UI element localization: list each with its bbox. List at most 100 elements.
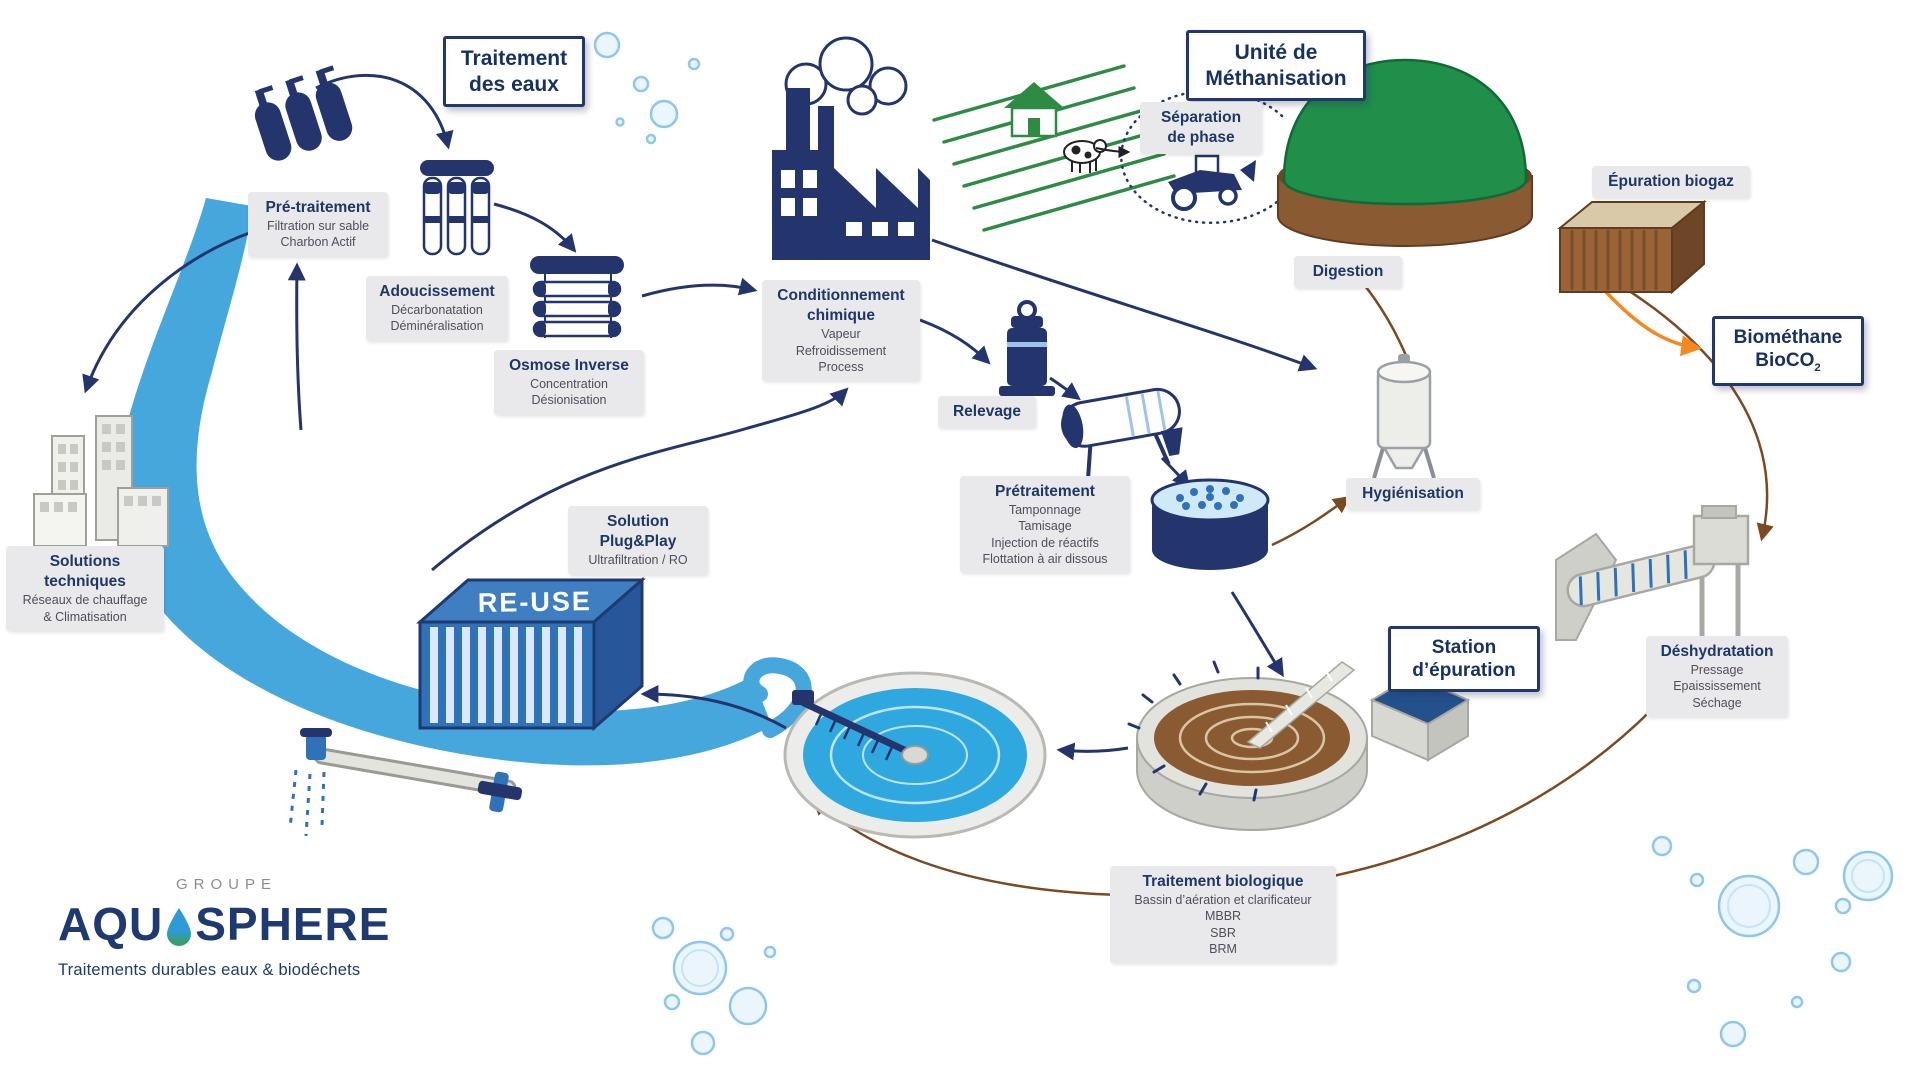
title-line: BioCO2 — [1725, 349, 1851, 376]
irrigation-pipe-icon — [288, 728, 523, 837]
arrow-reuse-to-conditionnement — [431, 387, 849, 572]
title-line: Station — [1431, 637, 1497, 658]
scraper-rakes — [814, 711, 894, 761]
spray-dashes — [288, 769, 326, 837]
title-line: Biométhane — [1733, 327, 1843, 348]
card-line: Pressage — [1690, 663, 1744, 678]
card-title: Solutions — [49, 553, 121, 570]
logo-groupe-text: GROUPE — [176, 876, 278, 893]
arrow-basin-to-clarifier — [1056, 742, 1129, 761]
farm-house-icon — [1004, 82, 1064, 138]
card-line: Refroidissement — [795, 343, 887, 358]
arrow-relevage-to-drum — [1049, 376, 1081, 401]
card-title: Osmose Inverse — [509, 357, 629, 374]
card-line: Tamisage — [1018, 519, 1072, 534]
label-separation-de-phase: Séparation de phase — [1140, 102, 1262, 155]
brand-logo: GROUPE AQU SPHERE Traitements durables e… — [58, 876, 438, 980]
softener-filters-icon — [420, 160, 494, 256]
card-title: Traitement biologique — [1142, 873, 1304, 890]
card-line: Tamponnage — [1008, 503, 1082, 518]
card-line: Flottation à air dissous — [982, 551, 1108, 566]
reverse-osmosis-icon — [530, 256, 624, 338]
factory-icon — [772, 36, 930, 260]
bioco2-base: BioCO — [1755, 350, 1815, 372]
card-title: Prétraitement — [995, 483, 1095, 500]
card-line: SBR — [1210, 925, 1236, 940]
card-title: Digestion — [1312, 263, 1384, 280]
title-line: Traitement — [460, 47, 568, 70]
screw-flights — [1578, 550, 1688, 606]
card-title: Relevage — [952, 403, 1022, 420]
rim-posts — [1127, 660, 1260, 802]
title-line: d’épuration — [1412, 660, 1516, 682]
arrow-clarifier-to-reuse — [640, 685, 787, 730]
label-deshydratation: Déshydratation Pressage Epaississement S… — [1646, 636, 1788, 717]
arrow-factory-to-methanisation — [931, 238, 1318, 372]
bubbles-bottom-right — [1651, 835, 1894, 1048]
card-title: Déshydratation — [1660, 643, 1774, 660]
title-traitement-des-eaux: Traitement des eaux — [443, 36, 585, 108]
card-line: BRM — [1209, 941, 1237, 956]
arrow-flottation-to-basin — [1230, 591, 1284, 678]
arrow-biogaz-to-biomethane — [1604, 290, 1703, 357]
arrow-to-solutions-techniques — [82, 230, 253, 394]
label-pre-traitement: Pré-traitement Filtration sur sable Char… — [248, 192, 388, 257]
arrow-adoucissement-to-osmose — [493, 202, 577, 253]
card-line: Concentration — [530, 377, 608, 392]
card-line: Séchage — [1692, 695, 1742, 710]
arrow-river-to-pretraitement — [287, 262, 306, 431]
bubbles-top — [593, 31, 701, 145]
card-title: techniques — [44, 573, 126, 591]
title-line: Méthanisation — [1205, 66, 1347, 90]
card-title: Épuration biogaz — [1608, 173, 1734, 190]
bubbles-bottom-middle — [651, 916, 777, 1056]
card-line: Epaississement — [1673, 679, 1761, 694]
crop-rows-icon — [932, 64, 1176, 232]
label-osmose-inverse: Osmose Inverse Concentration Désionisati… — [494, 350, 644, 415]
title-line: des eaux — [469, 72, 559, 96]
title-station-epuration: Station d’épuration — [1388, 626, 1540, 693]
farm-field — [932, 64, 1176, 232]
card-line: Injection de réactifs — [991, 535, 1099, 550]
arrow-digester-to-deshydratation — [1559, 250, 1774, 542]
card-line: Décarbonatation — [391, 303, 483, 318]
screw-press-icon — [1555, 505, 1752, 653]
card-line: Réseaux de chauffage — [22, 593, 148, 608]
card-title: Pré-traitement — [265, 199, 371, 216]
reuse-label: RE-USE — [478, 586, 593, 618]
card-title: Plug&Play — [599, 533, 677, 551]
title-biomethane: Biométhane BioCO2 — [1712, 316, 1864, 386]
label-epuration-biogaz: Épuration biogaz — [1592, 166, 1750, 199]
title-line: Unité de — [1234, 41, 1318, 64]
arrow-dotted-separation-to-digester — [1120, 89, 1294, 225]
river-curl — [743, 657, 812, 738]
card-line: Désionisation — [531, 393, 607, 408]
cow-icon — [1063, 139, 1107, 173]
drum-screen-icon — [1061, 387, 1183, 479]
label-solution-plug-play: Solution Plug&Play Ultrafiltration / RO — [568, 506, 708, 575]
logo-name: AQU SPHERE — [58, 897, 438, 951]
label-pretraitement: Prétraitement Tamponnage Tamisage Inject… — [960, 476, 1130, 574]
phase-separator-icon — [1168, 154, 1256, 211]
card-title: Hygiénisation — [1362, 485, 1464, 502]
clarifier-icon — [783, 671, 1047, 839]
biogas-container-icon — [1557, 199, 1707, 295]
river — [117, 198, 812, 766]
logo-name-part1: AQU — [58, 898, 164, 950]
card-line: MBBR — [1204, 909, 1242, 924]
arrow-osmose-to-conditionnement — [641, 277, 758, 298]
city-buildings-icon — [33, 415, 169, 547]
arrow-pretraitement-to-adoucissement — [315, 73, 454, 150]
label-traitement-biologique: Traitement biologique Bassin d’aération … — [1110, 866, 1336, 964]
pretreatment-tanks-icon — [254, 65, 353, 161]
logo-tagline: Traitements durables eaux & biodéchets — [58, 961, 361, 979]
card-line: Process — [818, 359, 864, 374]
card-line: Filtration sur sable — [266, 219, 370, 234]
bioco2-sub: 2 — [1814, 361, 1821, 374]
walkway-posts — [1265, 670, 1333, 733]
logo-name-part2: SPHERE — [195, 898, 391, 950]
title-unite-methanisation: Unité de Méthanisation — [1186, 30, 1366, 102]
hygienization-tank-icon — [1372, 354, 1436, 479]
